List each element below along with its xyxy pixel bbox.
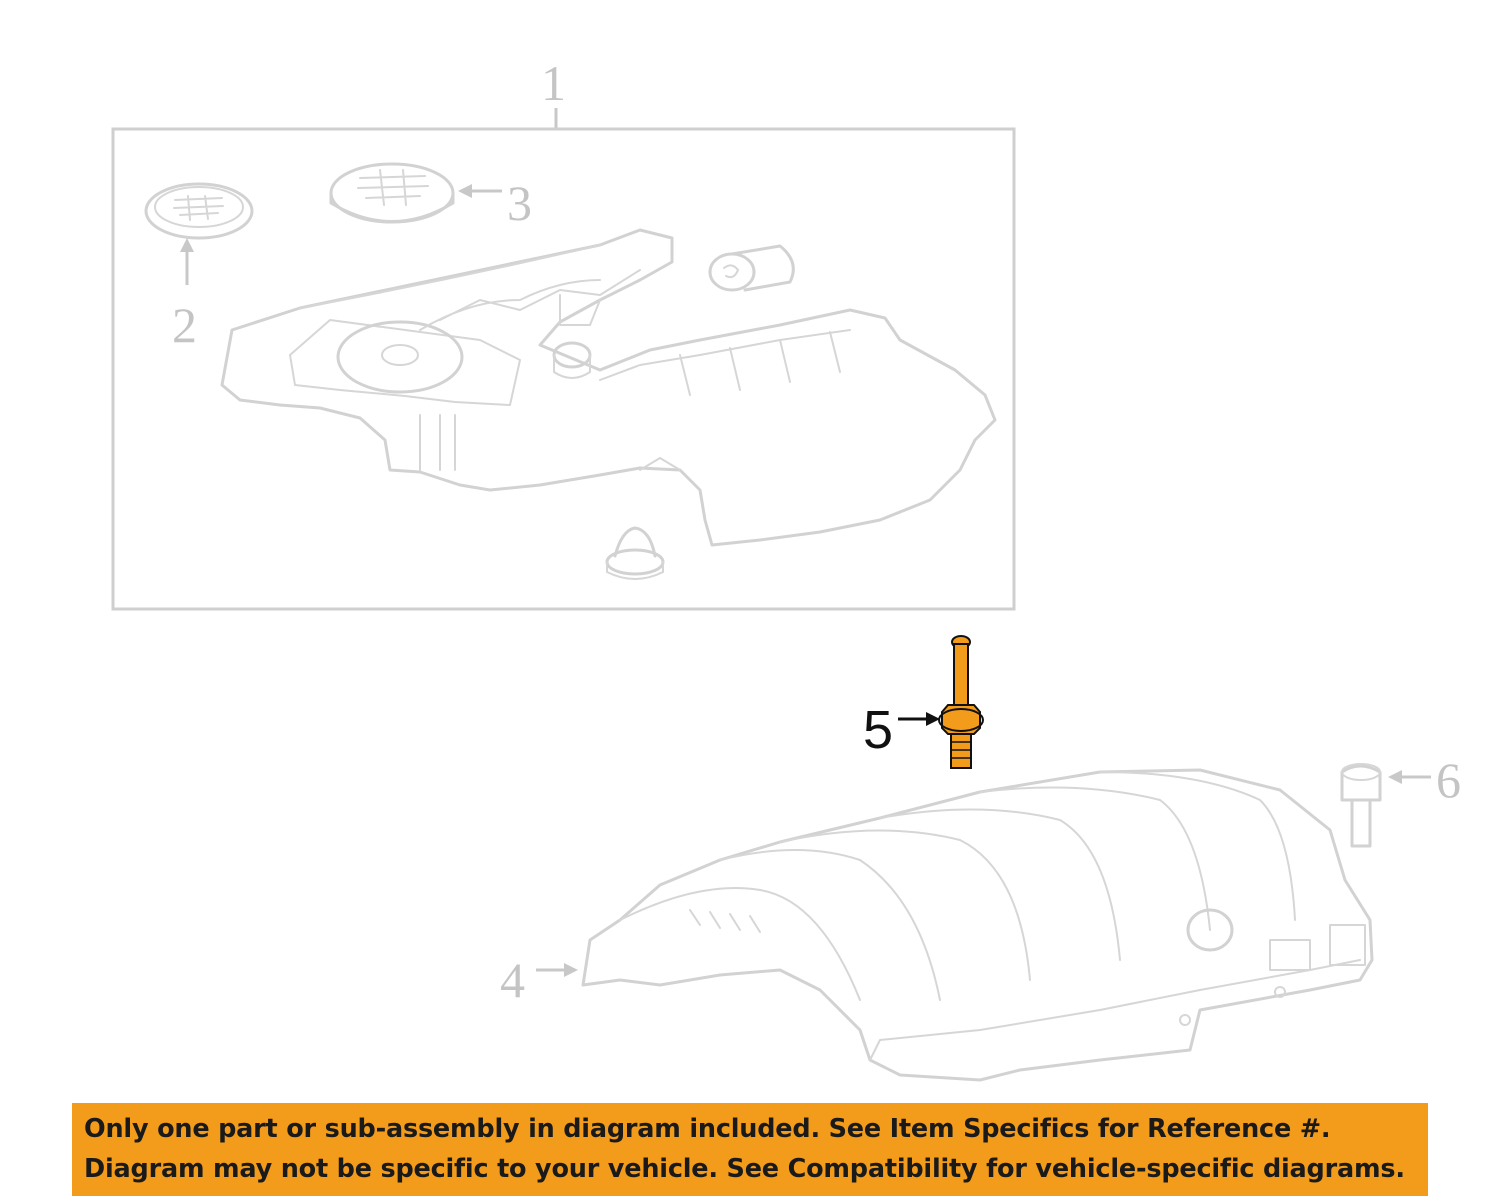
grommet-part — [708, 244, 795, 292]
arrow-4 — [564, 963, 578, 977]
arrow-5 — [926, 712, 940, 726]
callout-4: 4 — [500, 952, 525, 1008]
disclaimer-line-2: Diagram may not be specific to your vehi… — [84, 1154, 1405, 1184]
bolt-part-5 — [938, 635, 984, 769]
intake-manifold-part-4 — [581, 768, 1374, 1082]
callout-3: 3 — [507, 175, 532, 231]
arrow-3 — [458, 184, 472, 198]
callout-6: 6 — [1436, 752, 1461, 808]
callout-2: 2 — [172, 297, 197, 353]
callout-5: 5 — [863, 700, 893, 760]
push-pin-part — [605, 526, 665, 580]
engine-cover-group-box — [111, 127, 1016, 611]
engine-cover-part-1 — [220, 228, 997, 547]
arrow-6 — [1388, 770, 1402, 784]
emblem-part-3 — [329, 162, 455, 224]
bolt-part-6 — [1340, 763, 1382, 848]
callout-1: 1 — [541, 55, 566, 111]
disclaimer-line-1: Only one part or sub-assembly in diagram… — [84, 1114, 1331, 1144]
arrow-2 — [180, 238, 194, 252]
parts-diagram: 1 2 3 — [111, 55, 1461, 1082]
disclaimer-banner: Only one part or sub-assembly in diagram… — [72, 1103, 1428, 1196]
emblem-part-2 — [144, 182, 254, 240]
